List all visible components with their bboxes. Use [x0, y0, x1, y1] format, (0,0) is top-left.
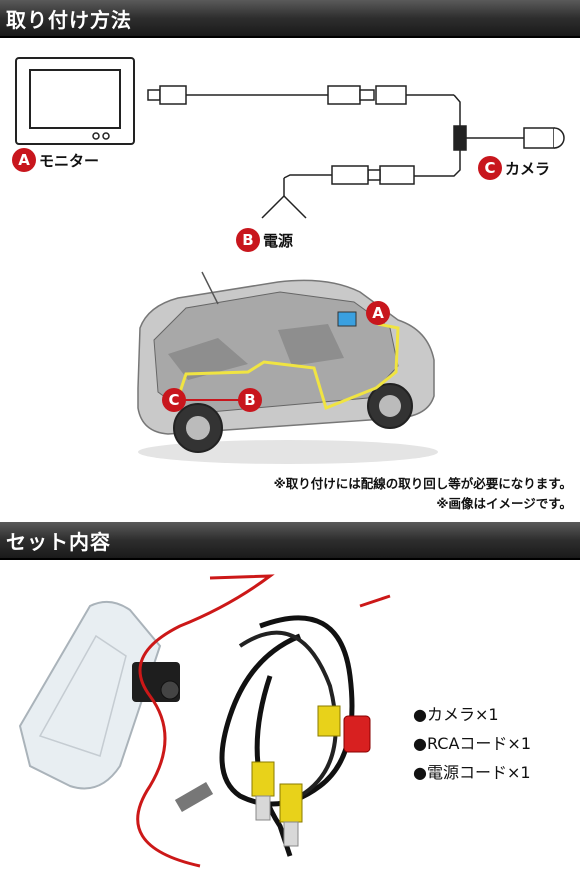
svg-text:C: C	[168, 391, 179, 409]
camera-icon	[453, 125, 565, 151]
section-title-contents: セット内容	[6, 530, 111, 554]
installation-notes: ※取り付けには配線の取り回し等が必要になります。 ※画像はイメージです。	[274, 474, 572, 514]
power-label: B 電源	[236, 228, 293, 252]
list-item: ●電源コード×1	[413, 763, 531, 782]
wiring-diagram	[15, 57, 565, 219]
section-title-installation: 取り付け方法	[6, 8, 132, 32]
monitor-label: A モニター	[12, 148, 99, 172]
note-line-2: ※画像はイメージです。	[436, 496, 572, 511]
contents-list: ●カメラ×1 ●RCAコード×1 ●電源コード×1	[413, 700, 531, 787]
product-photo	[18, 574, 391, 868]
section-header-contents: セット内容	[0, 522, 580, 560]
power-label-text: 電源	[263, 231, 294, 250]
cable-top	[147, 85, 461, 126]
monitor-label-text: モニター	[39, 151, 100, 170]
svg-text:B: B	[244, 391, 255, 409]
list-item: ●カメラ×1	[413, 705, 499, 724]
section-header-installation: 取り付け方法	[0, 0, 580, 38]
badge-b: B	[236, 228, 260, 252]
car-marker-b: B	[238, 388, 262, 412]
badge-a: A	[12, 148, 36, 172]
camera-label-text: カメラ	[505, 159, 551, 178]
badge-c: C	[478, 156, 502, 180]
monitor-icon	[15, 57, 135, 145]
car-marker-c: C	[162, 388, 186, 412]
camera-label: C カメラ	[478, 156, 550, 180]
cable-bottom	[261, 150, 461, 219]
svg-text:A: A	[372, 304, 384, 322]
car-illustration: A B C	[137, 271, 438, 464]
list-item: ●RCAコード×1	[413, 734, 531, 753]
note-line-1: ※取り付けには配線の取り回し等が必要になります。	[273, 476, 572, 491]
car-marker-a: A	[366, 301, 390, 325]
